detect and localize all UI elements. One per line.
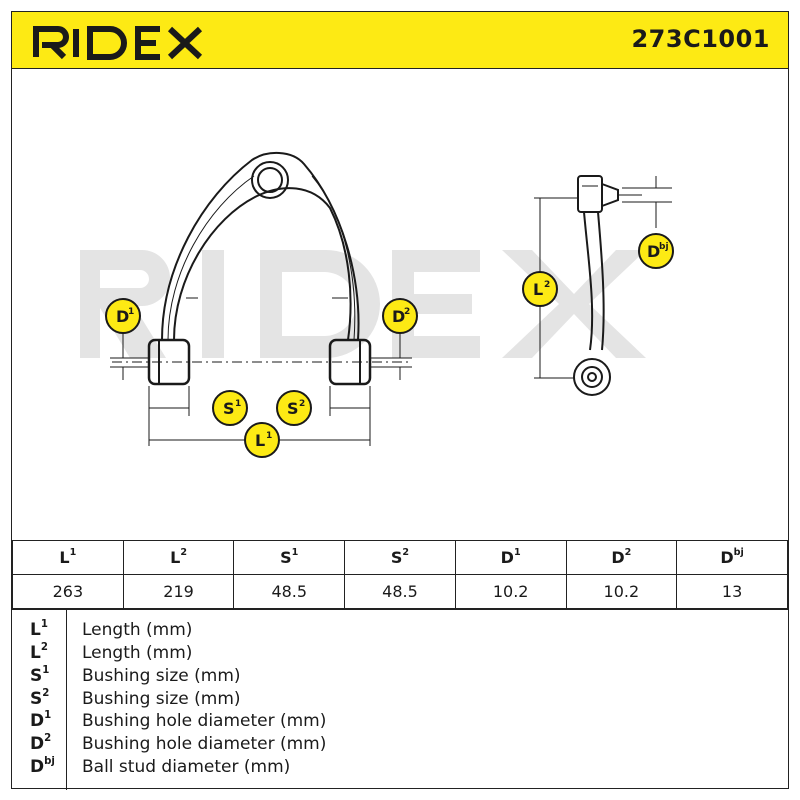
legend-row: Dbj Ball stud diameter (mm) xyxy=(12,756,788,779)
header-bar: 273C1001 xyxy=(12,12,788,69)
badge-l2-sup: 2 xyxy=(544,280,550,290)
badge-s1-sup: 1 xyxy=(235,399,241,409)
specs-value-cell: 219 xyxy=(122,574,235,609)
legend-row: L1 Length (mm) xyxy=(12,619,788,642)
control-arm-side xyxy=(534,175,672,396)
badge-s2-sup: 2 xyxy=(299,399,305,409)
badge-s1: S 1 xyxy=(212,390,248,426)
specs-header-cell: L1 xyxy=(12,540,124,575)
ridex-logo xyxy=(28,15,218,69)
badge-d2-letter: D xyxy=(392,307,405,326)
legend-symbol: L1 xyxy=(30,619,48,640)
legend-description: Bushing hole diameter (mm) xyxy=(82,734,327,754)
legend-symbol: Dbj xyxy=(30,756,55,777)
specs-header-row: L1 L2 S1 S2 D1 D2 Dbj xyxy=(12,540,788,575)
badge-dbj: D bj xyxy=(638,233,674,269)
specs-value-cell: 10.2 xyxy=(454,574,567,609)
legend-symbol: D1 xyxy=(30,710,52,731)
badge-d1: D 1 xyxy=(105,298,141,334)
specs-value-cell: 10.2 xyxy=(565,574,678,609)
badge-d2: D 2 xyxy=(382,298,418,334)
legend-symbol: L2 xyxy=(30,642,48,663)
legend: L1 Length (mm) L2 Length (mm) S1 Bushing… xyxy=(12,609,788,790)
badge-d1-sup: 1 xyxy=(128,307,134,317)
badge-dbj-letter: D xyxy=(647,242,660,261)
specs-header-cell: S2 xyxy=(344,540,456,575)
specs-value-row: 263 219 48.5 48.5 10.2 10.2 13 xyxy=(12,574,788,609)
legend-description: Bushing hole diameter (mm) xyxy=(82,711,327,731)
legend-row: D2 Bushing hole diameter (mm) xyxy=(12,733,788,756)
page-frame xyxy=(11,11,789,789)
badge-l1-sup: 1 xyxy=(266,431,272,441)
control-arm-front xyxy=(110,152,412,446)
legend-description: Length (mm) xyxy=(82,643,193,663)
legend-row: D1 Bushing hole diameter (mm) xyxy=(12,710,788,733)
legend-description: Ball stud diameter (mm) xyxy=(82,757,291,777)
legend-divider xyxy=(66,610,67,790)
specs-value-cell: 263 xyxy=(12,574,124,609)
badge-d1-letter: D xyxy=(116,307,129,326)
legend-description: Bushing size (mm) xyxy=(82,666,241,686)
badge-l1-letter: L xyxy=(255,431,265,450)
legend-row: S2 Bushing size (mm) xyxy=(12,688,788,711)
legend-symbol: D2 xyxy=(30,733,52,754)
badge-s2: S 2 xyxy=(276,390,312,426)
technical-drawing: D 1 D 2 S 1 S 2 L 1 L 2 D xyxy=(12,68,788,540)
legend-symbol: S2 xyxy=(30,688,50,709)
badge-l2: L 2 xyxy=(522,271,558,307)
badge-d2-sup: 2 xyxy=(404,307,410,317)
specs-header-cell: L2 xyxy=(122,540,235,575)
legend-description: Length (mm) xyxy=(82,620,193,640)
legend-row: L2 Length (mm) xyxy=(12,642,788,665)
legend-row: S1 Bushing size (mm) xyxy=(12,665,788,688)
specs-value-cell: 48.5 xyxy=(344,574,456,609)
specs-header-cell: Dbj xyxy=(676,540,788,575)
part-number: 273C1001 xyxy=(631,25,770,53)
specs-header-cell: D1 xyxy=(454,540,567,575)
badge-s2-letter: S xyxy=(287,399,299,418)
specs-value-cell: 13 xyxy=(676,574,788,609)
legend-description: Bushing size (mm) xyxy=(82,689,241,709)
specs-value-cell: 48.5 xyxy=(233,574,346,609)
legend-symbol: S1 xyxy=(30,665,50,686)
badge-l1: L 1 xyxy=(244,422,280,458)
specs-table: L1 L2 S1 S2 D1 D2 Dbj 263 219 48.5 48.5 … xyxy=(12,540,788,609)
specs-header-cell: D2 xyxy=(565,540,678,575)
badge-s1-letter: S xyxy=(223,399,235,418)
badge-dbj-sup: bj xyxy=(659,242,669,252)
specs-header-cell: S1 xyxy=(233,540,346,575)
badge-l2-letter: L xyxy=(533,280,543,299)
